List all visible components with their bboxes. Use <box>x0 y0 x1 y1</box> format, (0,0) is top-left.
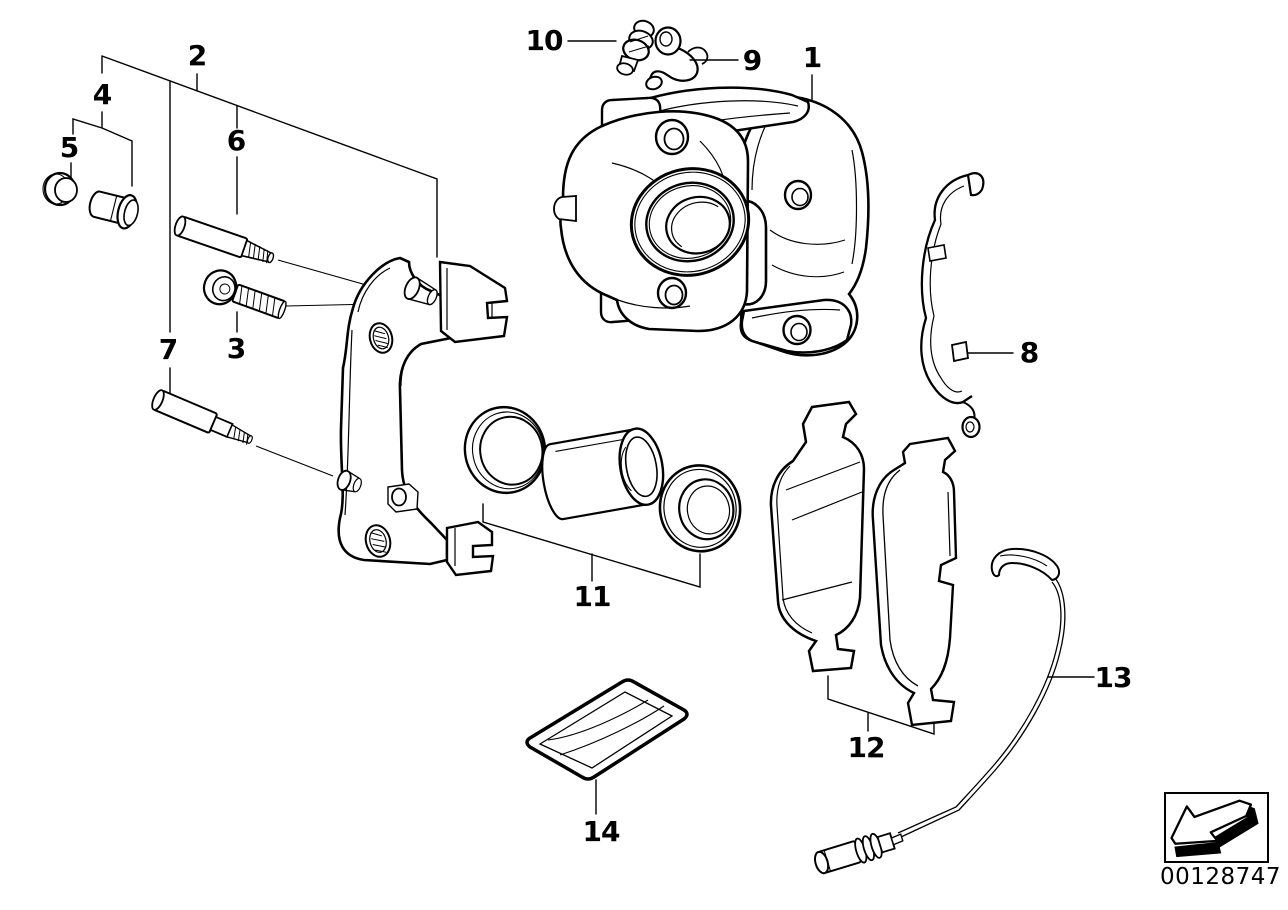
guide-pin-bolt-drawing <box>202 269 287 320</box>
image-number: 00128747 <box>1160 864 1282 890</box>
callout-6[interactable]: 6 <box>226 124 247 157</box>
brake-caliper-drawing <box>553 86 870 357</box>
cap-drawing <box>42 171 78 207</box>
piston-repair-kit-drawing <box>463 405 742 553</box>
grease-packet-drawing <box>525 678 689 781</box>
guide-pin-lower-drawing <box>151 389 253 445</box>
brake-pad-set-drawing <box>769 400 958 727</box>
anti-rattle-spring-drawing <box>920 172 985 439</box>
callout-10[interactable]: 10 <box>525 24 564 57</box>
callout-8[interactable]: 8 <box>1019 336 1040 369</box>
bleeder-valve-drawing <box>616 19 655 76</box>
callout-11[interactable]: 11 <box>573 580 612 613</box>
callout-3[interactable]: 3 <box>226 332 247 365</box>
callout-9[interactable]: 9 <box>742 44 763 77</box>
direction-arrow-icon <box>1170 799 1259 858</box>
callout-14[interactable]: 14 <box>582 815 621 848</box>
guide-bushing-drawing <box>88 190 139 230</box>
orientation-stamp <box>1164 792 1269 863</box>
caliper-carrier-drawing <box>336 256 509 577</box>
callout-4[interactable]: 4 <box>92 78 113 111</box>
callout-7[interactable]: 7 <box>158 333 179 366</box>
retaining-clip-drawing <box>645 26 709 91</box>
callout-12[interactable]: 12 <box>847 731 886 764</box>
callout-2[interactable]: 2 <box>187 39 208 72</box>
callout-13[interactable]: 13 <box>1094 661 1133 694</box>
guide-pin-upper-drawing <box>173 215 275 264</box>
leader-lines <box>70 40 1095 815</box>
pad-wear-sensor-drawing <box>813 547 1066 875</box>
callout-5[interactable]: 5 <box>59 131 80 164</box>
callout-1[interactable]: 1 <box>802 41 823 74</box>
